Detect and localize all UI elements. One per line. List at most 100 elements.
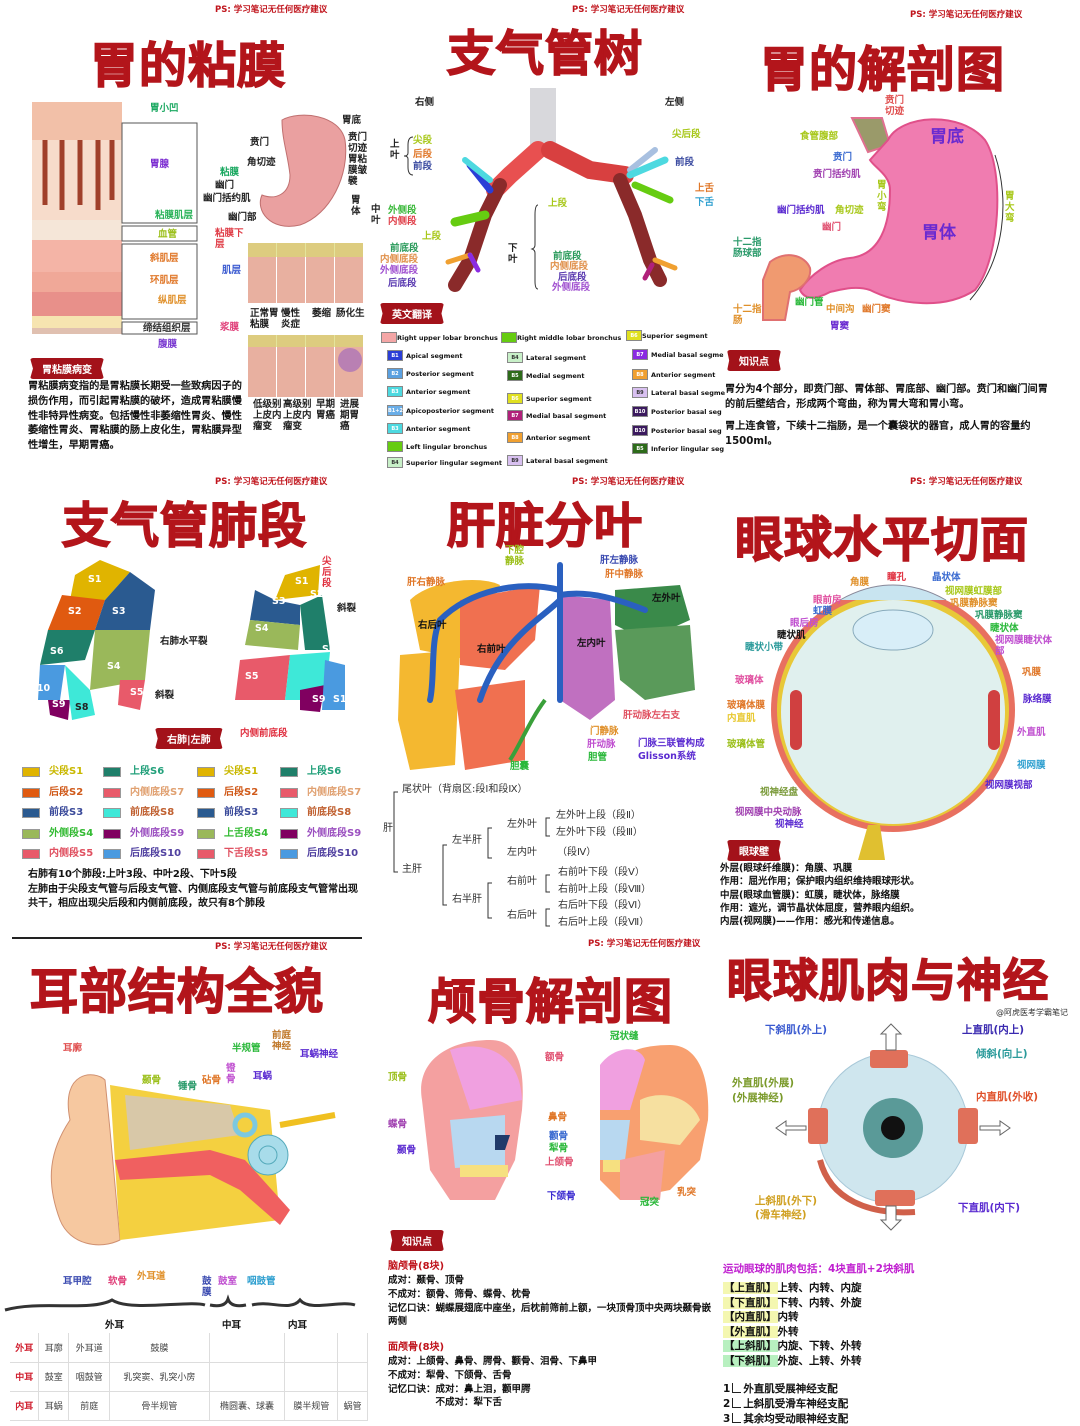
legend-label: 外侧段S4 (49, 828, 94, 839)
checkbox-icon (732, 1398, 742, 1408)
legend-swatch: B10 (632, 406, 648, 417)
diagram-label: 中间沟 (826, 304, 855, 315)
legend-swatch (22, 808, 40, 818)
page-title: 耳部结构全貌 (29, 963, 325, 1021)
diagram-label: 外耳道 (137, 1271, 166, 1282)
note-text: 上斜肌受滑车神经支配 (743, 1398, 849, 1410)
diagram-label: 胃腺 (150, 159, 170, 170)
diagram-label: 右前叶 (477, 644, 506, 655)
diagram-label: 视网膜睫状体部 (995, 635, 1053, 657)
note-number: 3 (723, 1413, 731, 1425)
table-cell: 鼓室 (38, 1362, 70, 1392)
muscle-item: 【下直肌】下转、内转、外旋 (723, 1295, 862, 1310)
table-cell: 椭圆囊、球囊 (209, 1391, 286, 1421)
diagram-label: 高级别上皮内瘤变 (283, 399, 312, 432)
diagram-label: 耳廓 (63, 1043, 83, 1054)
diagram-label: 胃小凹 (150, 103, 179, 114)
legend-label: Anterior segment (651, 371, 716, 379)
section-banner: 胃粘膜病变 (30, 358, 104, 379)
diagram-label: 乳突 (677, 1187, 697, 1198)
diagram-label: 外侧底段 (380, 265, 419, 276)
legend-label: 上段S6 (307, 766, 342, 777)
nerve-note: 3 其余均受动眼神经支配 (723, 1411, 848, 1426)
diagram-label: S3 (112, 606, 126, 617)
ear-structure-table: 外耳耳廓外耳道鼓膜中耳鼓室咽鼓管乳突窦、乳突小房内耳耳蜗前庭骨半规管椭圆囊、球囊… (10, 1333, 368, 1421)
note-text: 其余均受动眼神经支配 (743, 1413, 849, 1425)
disclaimer: PS: 学习笔记无任何医疗建议 (215, 477, 328, 487)
page-title: 支气管树 (446, 25, 644, 83)
liver-tree-node: 右前叶 (507, 876, 537, 887)
gastric-lesion-text: 胃粘膜病变指的是胃粘膜长期受一些致病因子的损伤作用，而引起胃粘膜的破坏，造成胃粘… (28, 381, 242, 452)
diagram-label: 前庭神经 (272, 1030, 292, 1052)
table-row: 中耳鼓室咽鼓管乳突窦、乳突小房 (10, 1362, 368, 1392)
diagram-label: S2 (310, 589, 324, 600)
diagram-label: 门脉三联管构成 (638, 738, 705, 749)
diagram-label: 胃底 (342, 115, 362, 126)
section-banner: 英文翻译 (380, 303, 444, 324)
legend-swatch (501, 332, 517, 343)
table-cell (337, 1362, 368, 1392)
liver-tree-node: 右后叶 (507, 910, 537, 921)
diagram-label: 食管腹部 (800, 131, 839, 142)
diagram-label: S5 (130, 687, 144, 698)
muscle-name: 【内直肌】 (723, 1311, 778, 1324)
diagram-label: 肝中静脉 (605, 569, 644, 580)
diagram-label: 浆膜 (220, 322, 240, 333)
page-title: 颅骨解剖图 (427, 973, 674, 1031)
diagram-label: 眼后房 (790, 618, 819, 629)
legend-label: Apicoposterior segment (406, 407, 494, 415)
page-title: 肝脏分叶 (446, 497, 644, 555)
diagram-label: 左内叶 (577, 638, 606, 649)
diagram-label: 尖段 (413, 135, 433, 146)
diagram-label: S9 (312, 694, 326, 705)
liver-tree-node: （段Ⅳ） (557, 847, 597, 858)
diagram-label: 锤骨 (178, 1081, 198, 1092)
diagram-label: 犁骨 (549, 1143, 569, 1154)
diagram-label: 内耳 (288, 1320, 308, 1331)
diagram-label: 玻璃体膜 (727, 700, 766, 711)
legend-label: Lateral basal segment (526, 457, 608, 465)
table-cell (284, 1362, 339, 1392)
diagram-label: 幽门部 (228, 212, 257, 223)
cranial-heading: 脑颅骨(8块) (388, 1261, 445, 1272)
legend-swatch (280, 767, 298, 777)
diagram-label: 斜裂 (155, 690, 175, 701)
diagram-label: S8 (283, 699, 297, 710)
muscle-name: 【下直肌】 (723, 1296, 778, 1309)
page-title: 胃的解剖图 (759, 41, 1006, 99)
table-cell: 乳突窦、乳突小房 (109, 1362, 210, 1392)
diagram-label: S6 (50, 646, 64, 657)
diagram-label: 睫状肌 (777, 630, 806, 641)
diagram-label: 蝶骨 (388, 1119, 408, 1130)
diagram-label: 肝动脉左右支 (623, 710, 681, 721)
diagram-label: 纵肌层 (158, 295, 187, 306)
diagram-label: 内直肌 (727, 713, 756, 724)
table-cell: 中耳 (10, 1362, 40, 1392)
diagram-label: 萎缩 (312, 308, 332, 319)
diagram-label: 倾斜(向上) (976, 1048, 1028, 1060)
diagram-label: 颞骨 (397, 1145, 417, 1156)
diagram-label: 视网膜视部 (985, 780, 1033, 791)
diagram-label: 前段 (675, 157, 695, 168)
diagram-label: 早期胃癌 (316, 399, 336, 421)
liver-tree-node: 右半肝 (452, 894, 482, 905)
legend-swatch: B9 (507, 455, 523, 466)
legend-label: Medial segment (526, 372, 585, 380)
legend-swatch (22, 849, 40, 859)
legend-swatch: B5 (507, 370, 523, 381)
diagram-label: 鼓室 (218, 1276, 238, 1287)
legend-label: Anterior segment (526, 434, 591, 442)
diagram-label: 睫状体 (990, 623, 1019, 634)
diagram-label: 外直肌 (1017, 727, 1046, 738)
diagram-label: S2 (68, 606, 82, 617)
diagram-label: 玻璃体 (735, 675, 764, 686)
note-number: 1 (723, 1383, 731, 1395)
legend-label: 前段S3 (49, 807, 84, 818)
legend-swatch (103, 808, 121, 818)
legend-label: Superior segment (526, 395, 592, 403)
diagram-label: 前底段 (553, 251, 582, 262)
